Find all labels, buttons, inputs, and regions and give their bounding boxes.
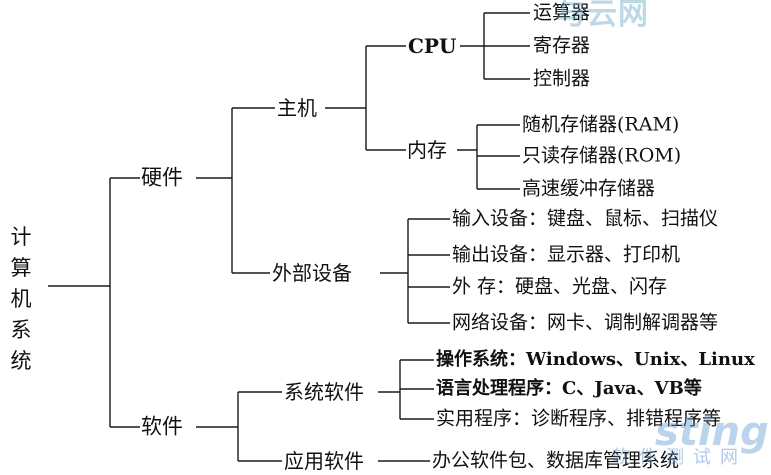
watermark-bottom-subtitle: 软件测试网	[612, 447, 747, 468]
watermark-top: 与云网	[556, 0, 649, 32]
leaf-external-storage: 外 存：硬盘、光盘、闪存	[452, 275, 668, 298]
leaf-rom: 只读存储器(ROM)	[522, 144, 682, 167]
leaf-input-devices: 输入设备：键盘、鼠标、扫描仪	[452, 207, 719, 230]
leaf-utility-programs: 实用程序：诊断程序、排错程序等	[436, 407, 722, 430]
node-host: 主机	[277, 96, 317, 120]
leaf-operating-system: 操作系统：Windows、Unix、Linux	[436, 349, 755, 370]
node-memory: 内存	[407, 138, 447, 162]
leaf-alu: 运算器	[533, 1, 591, 24]
leaf-controller: 控制器	[533, 67, 591, 90]
root-node-computer-system: 计算机系统	[10, 225, 32, 373]
leaf-network-devices: 网络设备：网卡、调制解调器等	[452, 311, 719, 334]
leaf-language-processor: 语言处理程序：C、Java、VB等	[436, 378, 702, 399]
node-peripherals: 外部设备	[272, 261, 352, 285]
watermark-bottom: sting	[655, 409, 769, 455]
node-software: 软件	[141, 414, 183, 439]
leaf-register: 寄存器	[533, 34, 591, 57]
node-cpu: CPU	[408, 34, 457, 58]
leaf-office-database: 办公软件包、数据库管理系统	[432, 449, 680, 472]
node-system-software: 系统软件	[284, 380, 364, 404]
leaf-output-devices: 输出设备：显示器、打印机	[452, 243, 681, 266]
leaf-cache: 高速缓冲存储器	[522, 177, 656, 200]
node-application-software: 应用软件	[284, 449, 364, 473]
leaf-ram: 随机存储器(RAM)	[522, 113, 680, 136]
node-hardware: 硬件	[141, 165, 183, 190]
